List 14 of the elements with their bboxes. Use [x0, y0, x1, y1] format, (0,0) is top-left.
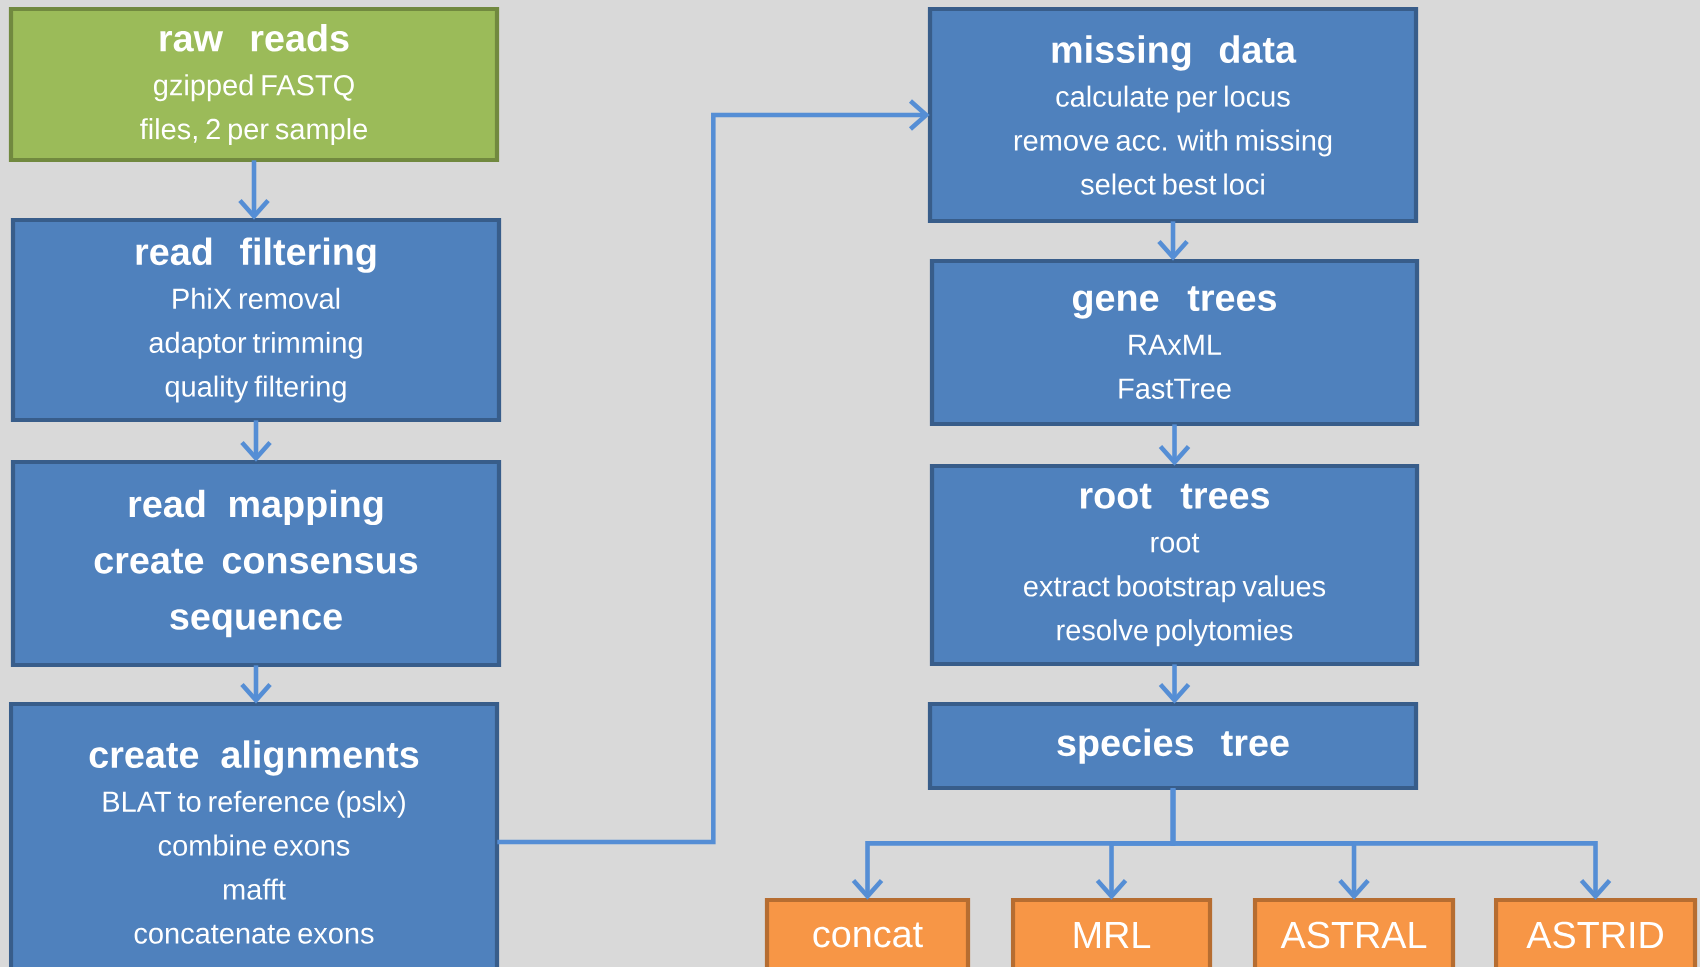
process-box: raw reads gzipped FASTQ files, 2 per sample — [8, 6, 500, 163]
process-box: gene trees RAxML FastTree — [929, 258, 1420, 427]
method-box: concat — [764, 897, 971, 967]
process-box: create alignments BLAT to reference (pslx) combine exons mafft concatenate exons — [8, 701, 500, 967]
arrow — [497, 99, 930, 845]
method-box: ASTRAL — [1252, 897, 1456, 967]
process-box: read mapping create consensus sequence — [10, 459, 502, 668]
process-box: root trees root extract bootstrap values resolve polytomies — [929, 463, 1420, 667]
process-box: species tree — [927, 701, 1419, 791]
process-box: read filtering PhiX removal adaptor trimming quality filtering — [10, 217, 502, 423]
process-box: missing data calculate per locus remove acc. with missing select best loci — [927, 6, 1419, 224]
arrow — [1170, 788, 1612, 900]
method-box: ASTRID — [1493, 897, 1698, 967]
method-box: MRL — [1010, 897, 1213, 967]
